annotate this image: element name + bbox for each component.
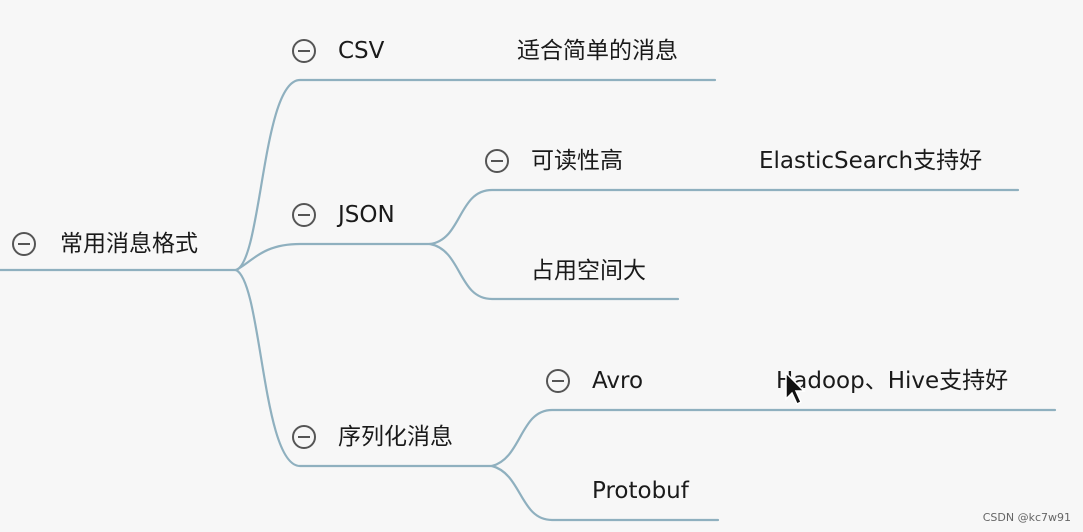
edge-root-csv <box>234 78 717 272</box>
protobuf-label: Protobuf <box>592 478 689 504</box>
serial-collapse-icon[interactable] <box>292 425 316 449</box>
space-label: 占用空间大 <box>531 258 646 284</box>
root-label: 常用消息格式 <box>60 231 198 257</box>
root-collapse-icon[interactable] <box>12 232 36 256</box>
watermark: CSDN @kc7w91 <box>982 511 1071 524</box>
avro-note: Hadoop、Hive支持好 <box>776 368 1009 394</box>
edge-json-readable <box>428 188 1020 246</box>
csv-label: CSV <box>338 38 385 64</box>
avro-label: Avro <box>592 368 644 394</box>
edge-serial-protobuf <box>490 464 720 522</box>
edge-root-json <box>234 242 432 272</box>
csv-collapse-icon[interactable] <box>292 39 316 63</box>
avro-collapse-icon[interactable] <box>546 369 570 393</box>
readable-label: 可读性高 <box>531 148 623 174</box>
edge-serial-avro <box>490 408 1057 468</box>
edge-root-serial <box>234 268 494 468</box>
serial-label: 序列化消息 <box>338 424 453 450</box>
readable-collapse-icon[interactable] <box>485 149 509 173</box>
json-label: JSON <box>338 202 395 228</box>
readable-note: ElasticSearch支持好 <box>759 148 983 174</box>
csv-note: 适合简单的消息 <box>517 38 678 64</box>
mouse-pointer-icon <box>785 371 806 406</box>
json-collapse-icon[interactable] <box>292 203 316 227</box>
edge-json-space <box>428 242 680 301</box>
